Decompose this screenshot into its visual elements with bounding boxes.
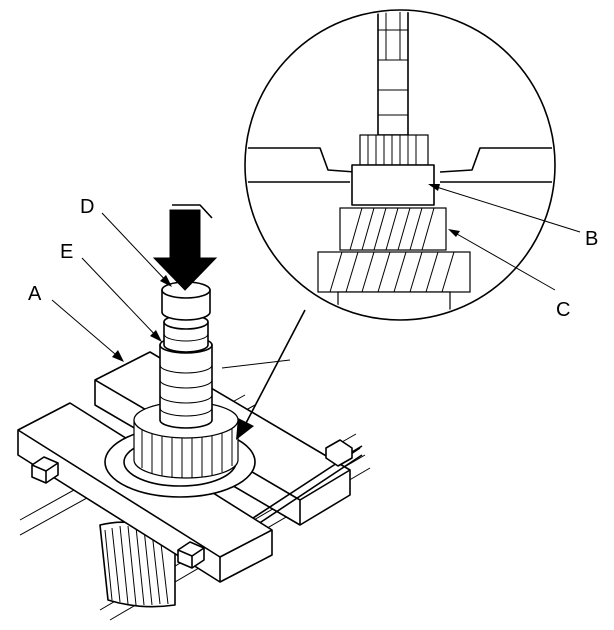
detail-view-circle: [244, 9, 556, 321]
callout-c: C: [556, 299, 570, 321]
callout-leaders: [51, 184, 581, 362]
callout-d: D: [80, 196, 94, 218]
threaded-rod-right: [249, 433, 363, 529]
press-arrow-icon: [152, 204, 218, 291]
callout-a: A: [28, 283, 42, 305]
shaft-assembly: [133, 281, 239, 479]
detail-pointer-arrow: [236, 309, 306, 440]
callout-b: B: [585, 228, 598, 250]
callout-e: E: [60, 241, 73, 263]
bevel-gear-lower: [99, 521, 176, 608]
